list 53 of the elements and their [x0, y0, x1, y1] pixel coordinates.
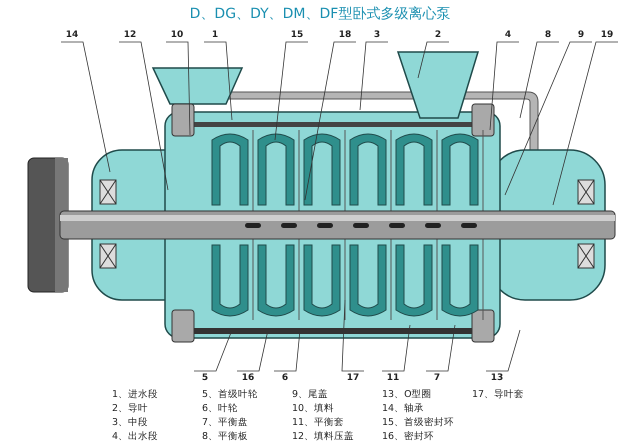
leader-line — [274, 42, 308, 140]
leader-line — [118, 42, 168, 190]
parts-list-entry: 12、填料压盖 — [292, 430, 354, 443]
parts-list-entry: 1、进水段 — [112, 388, 158, 401]
leader-line — [486, 330, 520, 372]
parts-list-entry: 9、尾盖 — [292, 388, 328, 401]
title: D、DG、DY、DM、DF型卧式多级离心泵 — [188, 5, 452, 23]
leader-line — [552, 42, 618, 206]
leader-line — [60, 42, 110, 172]
leader-line — [490, 42, 520, 130]
callout-number: 14 — [61, 29, 83, 41]
parts-list-entry: 3、中段 — [112, 416, 148, 429]
leader-line — [504, 42, 592, 196]
leader-line — [204, 42, 232, 120]
callout-number: 15 — [286, 29, 308, 41]
callout-number: 16 — [237, 372, 259, 384]
callout-number: 2 — [427, 29, 449, 41]
callout-number: 13 — [486, 372, 508, 384]
callout-number: 12 — [119, 29, 141, 41]
leader-line — [166, 42, 190, 136]
parts-list-entry: 14、轴承 — [382, 402, 424, 415]
callout-number: 5 — [194, 372, 216, 384]
parts-list-entry: 17、导叶套 — [472, 388, 524, 401]
parts-list-entry: 10、填料 — [292, 402, 334, 415]
callout-number: 6 — [274, 372, 296, 384]
callout-number: 9 — [570, 29, 592, 41]
callout-number: 3 — [366, 29, 388, 41]
callout-number: 17 — [342, 372, 364, 384]
callout-number: 8 — [537, 29, 559, 41]
callout-number: 7 — [426, 372, 448, 384]
leader-line — [342, 300, 364, 372]
callout-number: 10 — [166, 29, 188, 41]
parts-list-entry: 4、出水段 — [112, 430, 158, 443]
leader-line — [382, 324, 410, 372]
leader-line — [304, 42, 356, 200]
leader-line — [418, 42, 450, 78]
leader-line — [426, 324, 456, 372]
parts-list-entry: 6、叶轮 — [202, 402, 238, 415]
parts-list-entry: 8、平衡板 — [202, 430, 248, 443]
parts-list-entry: 15、首级密封环 — [382, 416, 454, 429]
callout-number: 19 — [596, 29, 618, 41]
leader-line — [520, 42, 560, 118]
callout-number: 4 — [497, 29, 519, 41]
parts-list-entry: 5、首级叶轮 — [202, 388, 258, 401]
parts-list-entry: 16、密封环 — [382, 430, 434, 443]
callout-number: 18 — [334, 29, 356, 41]
parts-list-entry: 11、平衡套 — [292, 416, 344, 429]
parts-list-entry: 13、O型圈 — [382, 388, 432, 401]
parts-list-entry: 7、平衡盘 — [202, 416, 248, 429]
callout-number: 11 — [382, 372, 404, 384]
parts-list-entry: 2、导叶 — [112, 402, 148, 415]
callout-number: 1 — [204, 29, 226, 41]
leader-line — [360, 42, 388, 110]
